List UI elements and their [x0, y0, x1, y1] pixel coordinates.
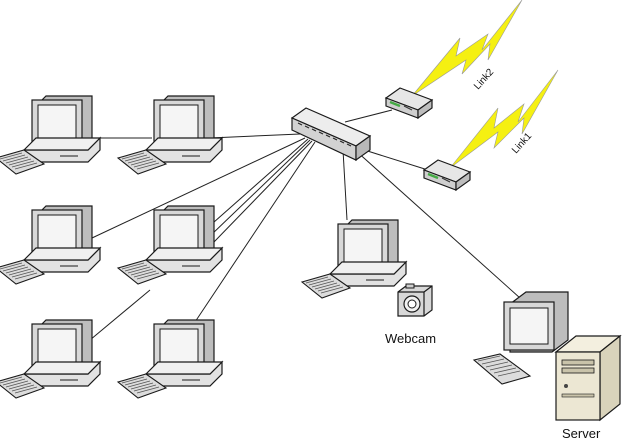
link-pc3-switch [91, 137, 306, 239]
link-pc4-switch-b [209, 139, 311, 237]
server-workstation [472, 291, 569, 385]
link-pc2-switch [209, 133, 301, 139]
workstation-icon [117, 95, 223, 175]
link-pc5-pc4 [89, 289, 151, 341]
workstation-icon [0, 205, 101, 285]
keyboard-icon [472, 353, 532, 385]
workstation-icon [0, 95, 101, 175]
camera-icon [397, 283, 433, 317]
connection-lines [89, 109, 521, 341]
server-label: Server [562, 426, 601, 441]
modem-icon [422, 158, 472, 192]
link-switch-modem2 [344, 109, 393, 123]
workstation-icon [0, 319, 101, 399]
link-switch-modem1 [357, 147, 429, 171]
link-pc6-switch [194, 141, 316, 323]
workstation-icon [117, 319, 223, 399]
modem-icon [384, 86, 434, 120]
link-pc4-switch-a [204, 138, 309, 231]
link-switch-server [354, 149, 521, 299]
switch-icon [290, 107, 372, 162]
webcam-label: Webcam [385, 331, 436, 346]
workstation-icon [117, 205, 223, 285]
link-switch-pc7 [342, 149, 348, 221]
link1-label: Link1 [510, 131, 534, 156]
server-icon [554, 334, 622, 422]
wireless-links: Link2 Link1 [411, 0, 559, 169]
lightning-icon [411, 0, 523, 97]
link-pc4-switch-c [213, 140, 313, 243]
lightning-icon [449, 69, 559, 169]
link2-label: Link2 [472, 67, 496, 92]
workstation-icon [301, 219, 407, 299]
